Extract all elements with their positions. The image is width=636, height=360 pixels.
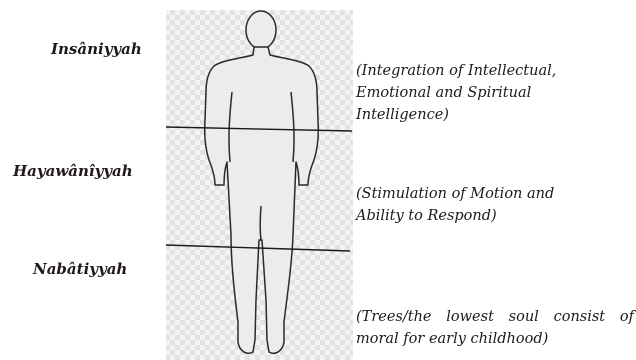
level-label-hayawaniyyah: Hayawânîyyah (13, 162, 133, 180)
description-line: (Integration of Intellectual, (356, 60, 556, 82)
description-line: (Stimulation of Motion and (356, 183, 554, 205)
description-nabatiyyah: (Trees/the lowest soul consist of moral … (356, 306, 634, 350)
description-insaniyyah: (Integration of Intellectual, Emotional … (356, 60, 556, 126)
description-line: moral for early childhood) (356, 328, 634, 350)
level-label-nabatiyyah: Nabâtiyyah (33, 260, 127, 278)
description-line: Ability to Respond) (356, 205, 554, 227)
description-line: (Trees/the lowest soul consist of (356, 306, 634, 328)
description-line: Emotional and Spiritual (356, 82, 556, 104)
description-line: Intelligence) (356, 104, 556, 126)
level-label-insaniyyah: Insâniyyah (51, 40, 142, 58)
description-hayawaniyyah: (Stimulation of Motion and Ability to Re… (356, 183, 554, 227)
